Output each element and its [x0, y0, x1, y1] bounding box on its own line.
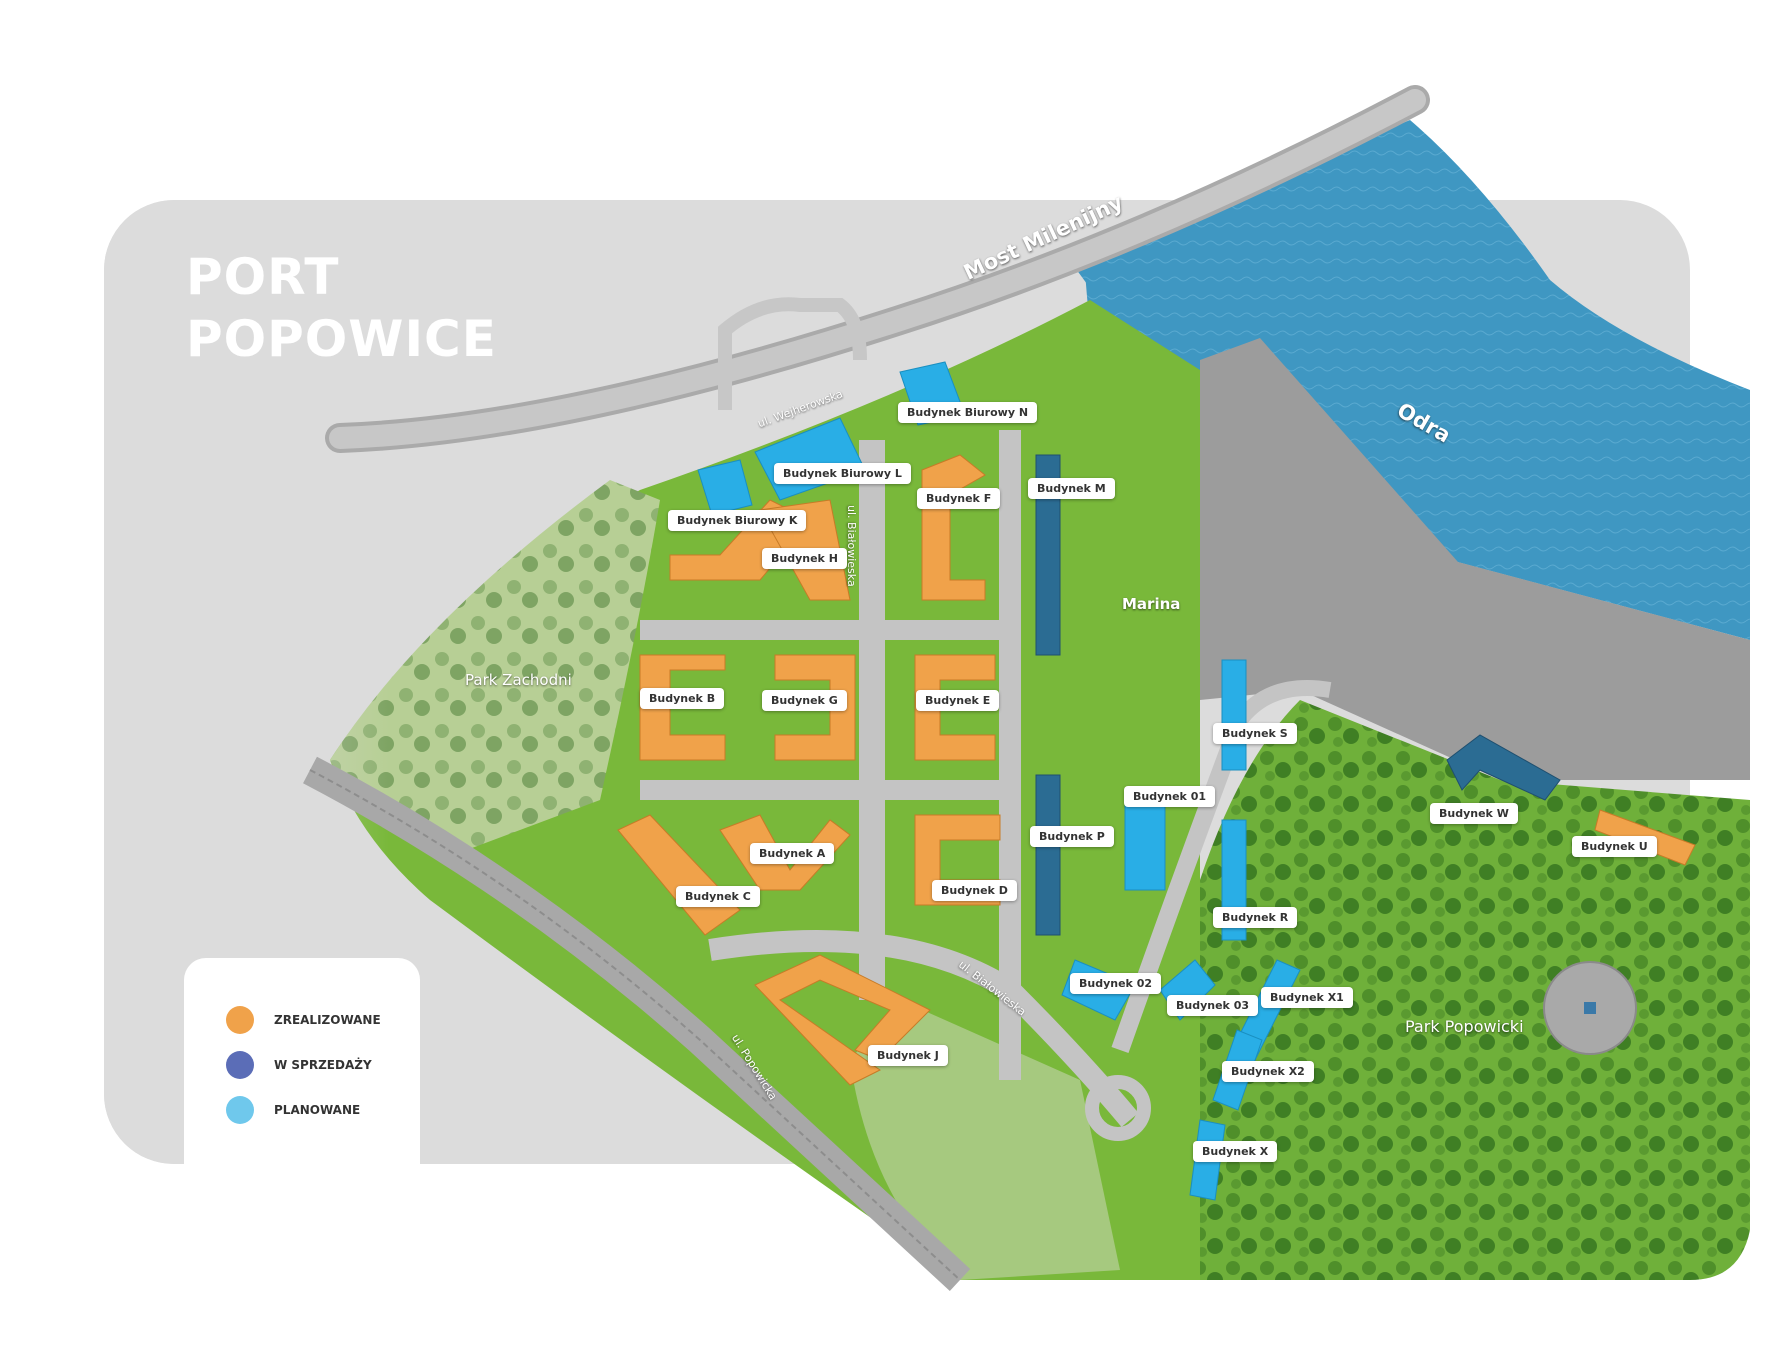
popowicka-road — [303, 756, 971, 1292]
street-bialowieska-north-label: ul. Białowieska — [845, 505, 858, 587]
roundabout — [1085, 1075, 1151, 1141]
building-label-w[interactable]: Budynek W — [1430, 803, 1518, 824]
building-label-biurowy-l[interactable]: Budynek Biurowy L — [774, 463, 911, 484]
building-label-biurowy-k[interactable]: Budynek Biurowy K — [668, 510, 807, 531]
legend-item-for-sale: W SPRZEDAŻY — [226, 1051, 372, 1079]
building-label-m[interactable]: Budynek M — [1028, 478, 1115, 499]
building-label-e[interactable]: Budynek E — [916, 690, 1000, 711]
legend-label-realized: ZREALIZOWANE — [274, 1013, 381, 1027]
building-label-02[interactable]: Budynek 02 — [1070, 973, 1162, 994]
building-label-d[interactable]: Budynek D — [932, 880, 1017, 901]
title-line-2: POPOWICE — [186, 310, 497, 368]
building-label-g[interactable]: Budynek G — [762, 690, 847, 711]
building-label-s[interactable]: Budynek S — [1213, 723, 1297, 744]
title-line-1: PORT — [186, 248, 340, 306]
building-label-r[interactable]: Budynek R — [1213, 907, 1298, 928]
building-label-01[interactable]: Budynek 01 — [1124, 786, 1216, 807]
park-popowicki-label: Park Popowicki — [1405, 1017, 1524, 1036]
building-label-f[interactable]: Budynek F — [917, 488, 1001, 509]
building-label-a[interactable]: Budynek A — [750, 843, 835, 864]
legend-panel: ZREALIZOWANE W SPRZEDAŻY PLANOWANE — [184, 958, 420, 1220]
marina-label: Marina — [1122, 595, 1181, 613]
building-label-p[interactable]: Budynek P — [1030, 826, 1114, 847]
legend-label-planned: PLANOWANE — [274, 1103, 361, 1117]
legend-item-realized: ZREALIZOWANE — [226, 1006, 381, 1034]
building-label-biurowy-n[interactable]: Budynek Biurowy N — [898, 402, 1038, 423]
legend-label-for-sale: W SPRZEDAŻY — [274, 1058, 372, 1072]
legend-dot-realized — [226, 1006, 254, 1034]
page-title: PORT POPOWICE — [186, 246, 497, 370]
building-label-h[interactable]: Budynek H — [762, 548, 847, 569]
building-label-x1[interactable]: Budynek X1 — [1261, 987, 1353, 1008]
building-label-b[interactable]: Budynek B — [640, 688, 725, 709]
park-zachodni-label: Park Zachodni — [465, 671, 572, 689]
legend-dot-for-sale — [226, 1051, 254, 1079]
building-label-03[interactable]: Budynek 03 — [1167, 995, 1259, 1016]
for-sale-buildings — [1035, 454, 1561, 936]
building-label-c[interactable]: Budynek C — [676, 886, 760, 907]
internal-roads — [640, 430, 1332, 1128]
building-label-j[interactable]: Budynek J — [868, 1045, 948, 1066]
legend-dot-planned — [226, 1096, 254, 1124]
building-label-x2[interactable]: Budynek X2 — [1222, 1061, 1314, 1082]
building-label-x[interactable]: Budynek X — [1193, 1141, 1278, 1162]
building-label-u[interactable]: Budynek U — [1572, 836, 1657, 857]
legend-item-planned: PLANOWANE — [226, 1096, 360, 1124]
